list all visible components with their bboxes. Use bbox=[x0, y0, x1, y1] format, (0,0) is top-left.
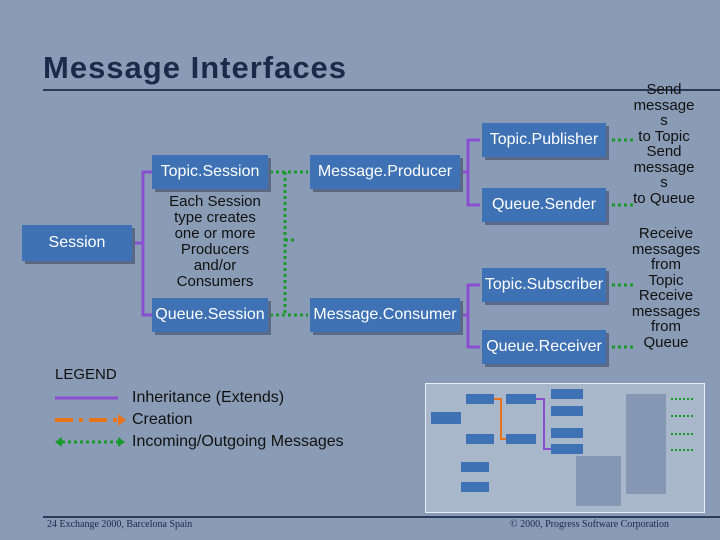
message-producer-box: Message.Producer bbox=[310, 155, 460, 189]
message-consumer-box: Message.Consumer bbox=[310, 298, 460, 332]
legend-creation: Creation bbox=[132, 411, 193, 428]
footer-divider bbox=[43, 516, 720, 518]
diagram-thumbnail bbox=[425, 383, 705, 513]
inheritance-producer-sender bbox=[466, 172, 480, 207]
footer-left: 24 Exchange 2000, Barcelona Spain bbox=[47, 519, 193, 530]
legend-messages: Incoming/Outgoing Messages bbox=[132, 433, 344, 450]
inheritance-session-queuesession bbox=[141, 243, 152, 317]
inheritance-consumer-receiver bbox=[466, 315, 480, 349]
legend-inheritance: Inheritance (Extends) bbox=[132, 389, 285, 406]
page-title: Message Interfaces bbox=[43, 50, 348, 85]
inheritance-consumer-subscriber bbox=[460, 283, 480, 317]
topic-subscriber-box: Topic.Subscriber bbox=[482, 268, 606, 302]
inheritance-producer-publisher bbox=[460, 138, 480, 174]
title-divider bbox=[43, 89, 720, 91]
topic-publisher-box: Topic.Publisher bbox=[482, 123, 606, 157]
legend-title: LEGEND bbox=[55, 366, 117, 383]
legend-creation-arrow bbox=[118, 414, 126, 426]
queue-receiver-box: Queue.Receiver bbox=[482, 330, 606, 364]
queue-sender-box: Queue.Sender bbox=[482, 188, 606, 222]
inheritance-session-topicsession bbox=[134, 170, 152, 245]
thumbnail-sketch bbox=[431, 389, 694, 506]
session-box: Session bbox=[22, 225, 132, 261]
topic-session-box: Topic.Session bbox=[152, 155, 268, 189]
legend-messages-arrow-right bbox=[118, 437, 125, 447]
legend-messages-arrow-left bbox=[55, 437, 62, 447]
queue-session-box: Queue.Session bbox=[152, 298, 268, 332]
footer-right: © 2000, Progress Software Corporation bbox=[510, 519, 669, 530]
